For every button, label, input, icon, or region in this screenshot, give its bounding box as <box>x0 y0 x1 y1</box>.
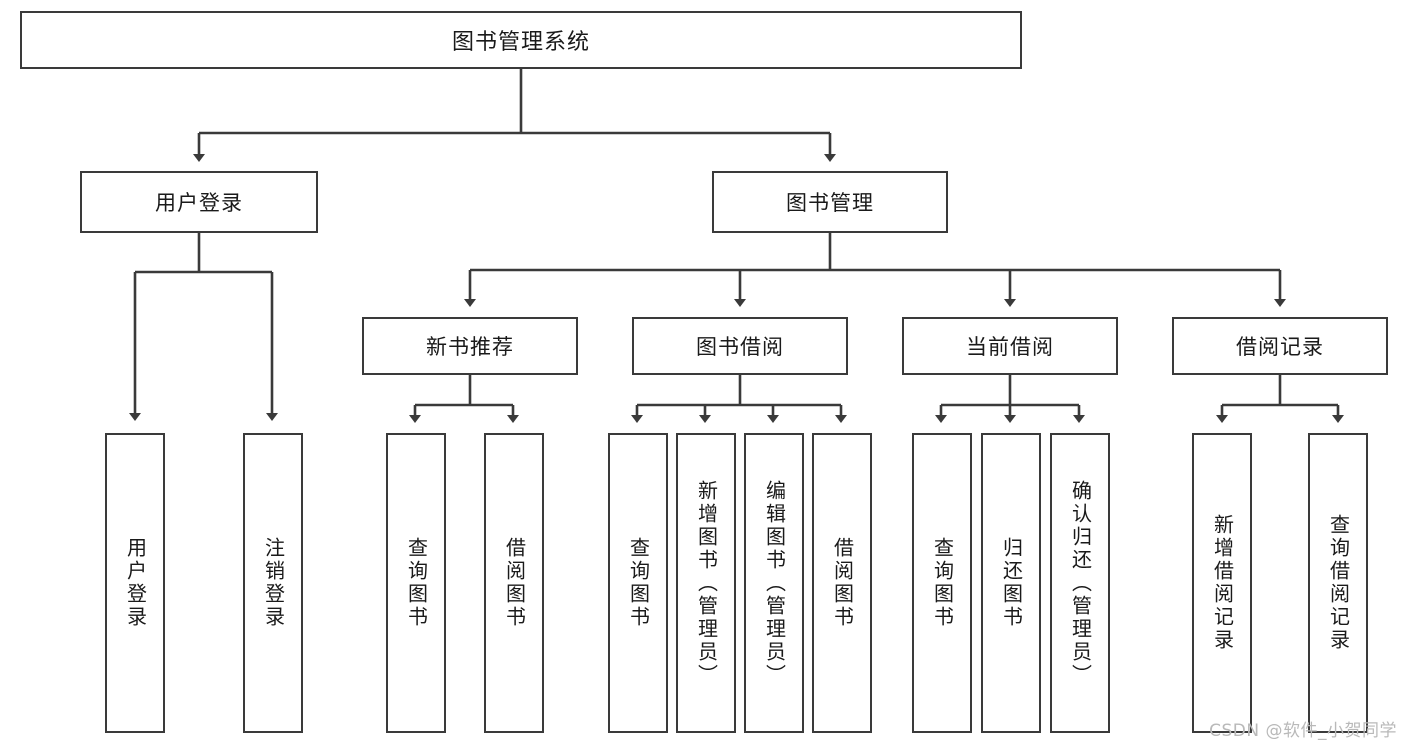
leaf-add-book-label: 新增图书（管理员） <box>694 479 719 687</box>
leaf-query-book-2[interactable]: 查询图书 <box>608 433 668 733</box>
leaf-user-login-label: 用户登录 <box>123 537 148 629</box>
leaf-user-login[interactable]: 用户登录 <box>105 433 165 733</box>
node-book-management-label: 图书管理 <box>786 191 874 215</box>
node-new-book-recommend-label: 新书推荐 <box>426 335 514 359</box>
leaf-add-record[interactable]: 新增借阅记录 <box>1192 433 1252 733</box>
node-root-label: 图书管理系统 <box>451 30 590 55</box>
node-borrow-record-label: 借阅记录 <box>1236 335 1324 359</box>
node-borrow-record[interactable]: 借阅记录 <box>1172 317 1388 375</box>
leaf-query-record-label: 查询借阅记录 <box>1326 514 1351 652</box>
leaf-borrow-book-1[interactable]: 借阅图书 <box>484 433 544 733</box>
leaf-borrow-book-2[interactable]: 借阅图书 <box>812 433 872 733</box>
leaf-query-book-2-label: 查询图书 <box>626 537 651 629</box>
leaf-add-book[interactable]: 新增图书（管理员） <box>676 433 736 733</box>
node-root[interactable]: 图书管理系统 <box>20 11 1022 69</box>
leaf-confirm-return[interactable]: 确认归还（管理员） <box>1050 433 1110 733</box>
node-book-borrow-label: 图书借阅 <box>696 335 784 359</box>
leaf-borrow-book-1-label: 借阅图书 <box>502 537 527 629</box>
node-book-borrow[interactable]: 图书借阅 <box>632 317 848 375</box>
leaf-query-book-3-label: 查询图书 <box>930 537 955 629</box>
leaf-query-record[interactable]: 查询借阅记录 <box>1308 433 1368 733</box>
leaf-logout-label: 注销登录 <box>261 537 286 629</box>
node-user-login-label: 用户登录 <box>155 191 243 215</box>
leaf-query-book-3[interactable]: 查询图书 <box>912 433 972 733</box>
node-current-borrow[interactable]: 当前借阅 <box>902 317 1118 375</box>
leaf-add-record-label: 新增借阅记录 <box>1210 514 1235 652</box>
leaf-query-book-1-label: 查询图书 <box>404 537 429 629</box>
leaf-query-book-1[interactable]: 查询图书 <box>386 433 446 733</box>
leaf-logout[interactable]: 注销登录 <box>243 433 303 733</box>
leaf-borrow-book-2-label: 借阅图书 <box>830 537 855 629</box>
leaf-return-book[interactable]: 归还图书 <box>981 433 1041 733</box>
leaf-edit-book[interactable]: 编辑图书（管理员） <box>744 433 804 733</box>
leaf-edit-book-label: 编辑图书（管理员） <box>762 479 787 687</box>
leaf-confirm-return-label: 确认归还（管理员） <box>1068 479 1093 687</box>
node-new-book-recommend[interactable]: 新书推荐 <box>362 317 578 375</box>
node-current-borrow-label: 当前借阅 <box>966 335 1054 359</box>
node-book-management[interactable]: 图书管理 <box>712 171 948 233</box>
node-user-login[interactable]: 用户登录 <box>80 171 318 233</box>
leaf-return-book-label: 归还图书 <box>999 537 1024 629</box>
